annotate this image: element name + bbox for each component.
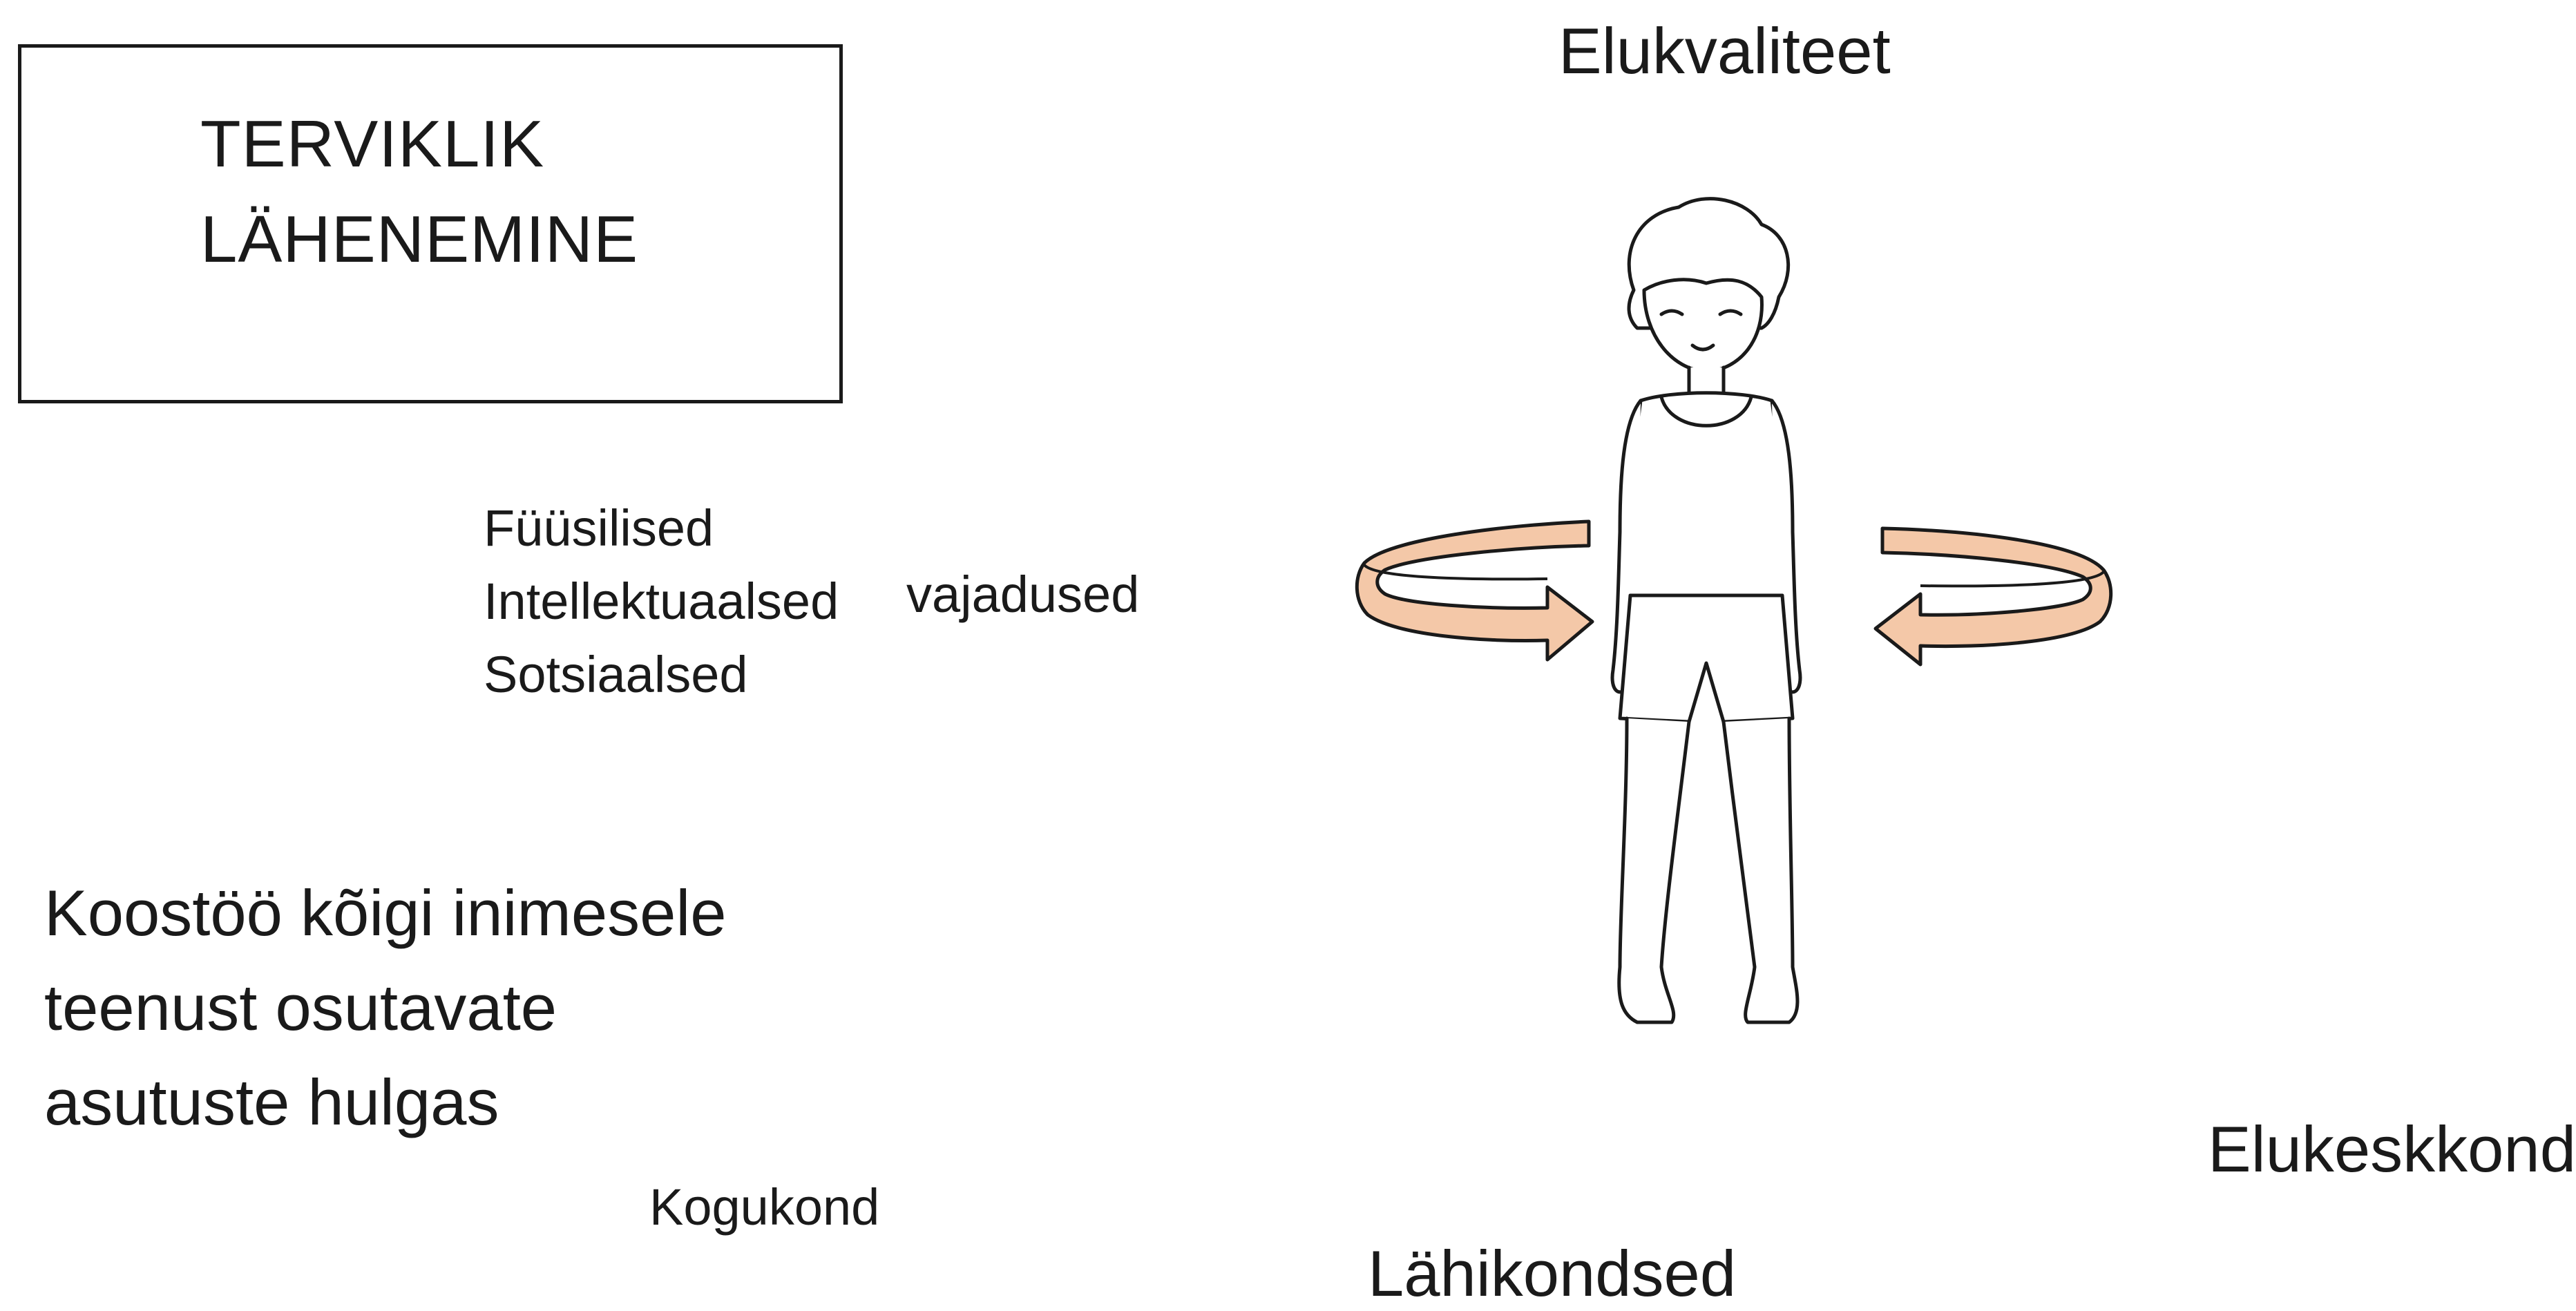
needs-list: Füüsilised Intellektuaalsed Sotsiaalsed xyxy=(484,492,839,711)
circular-arrow-left-icon xyxy=(1357,521,1592,660)
cooperation-line-2: teenust osutavate xyxy=(44,960,727,1055)
need-social: Sotsiaalsed xyxy=(484,638,839,711)
living-environment-label: Elukeskkond xyxy=(2208,1112,2576,1187)
quality-of-life-label: Elukvaliteet xyxy=(1558,14,1891,88)
child-figure-icon xyxy=(1612,199,1800,1022)
relatives-label: Lähikondsed xyxy=(1368,1236,1736,1311)
child-figure-illustration xyxy=(1347,186,2128,1084)
community-label: Kogukond xyxy=(649,1178,879,1236)
title-text: TERVIKLIK LÄHENEMINE xyxy=(200,97,638,287)
needs-suffix: vajadused xyxy=(906,565,1139,624)
need-physical: Füüsilised xyxy=(484,492,839,565)
circular-arrow-right-icon xyxy=(1876,528,2111,664)
cooperation-text: Koostöö kõigi inimesele teenust osutavat… xyxy=(44,865,727,1149)
cooperation-line-3: asutuste hulgas xyxy=(44,1055,727,1149)
need-intellectual: Intellektuaalsed xyxy=(484,565,839,638)
cooperation-line-1: Koostöö kõigi inimesele xyxy=(44,865,727,960)
